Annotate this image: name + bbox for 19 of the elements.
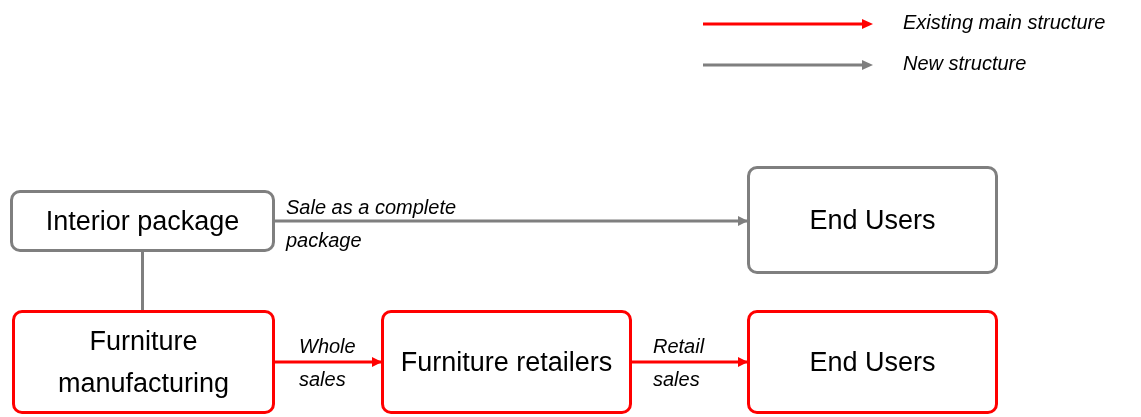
- process-box: [381, 310, 632, 414]
- box-label: End Users: [808, 204, 937, 237]
- box-label: Interior package: [44, 205, 241, 238]
- arrow: [275, 357, 382, 367]
- box-label: End Users: [808, 346, 937, 379]
- edge-label: Retail sales: [653, 334, 706, 392]
- connector-line: [141, 252, 144, 310]
- arrow: [632, 357, 748, 367]
- edge-label: Whole sales: [299, 334, 357, 392]
- legend-label: New structure: [903, 53, 1027, 73]
- process-box: [12, 310, 275, 414]
- box-label: Furniture manufacturing: [56, 325, 231, 400]
- arrow: [275, 216, 748, 226]
- process-box: [10, 190, 275, 252]
- legend-label: Existing main structure: [903, 12, 1106, 32]
- edge-label: Sale as a complete package: [286, 195, 458, 253]
- process-box: [747, 310, 998, 414]
- box-label: Furniture retailers: [399, 346, 614, 379]
- process-box: [747, 166, 998, 274]
